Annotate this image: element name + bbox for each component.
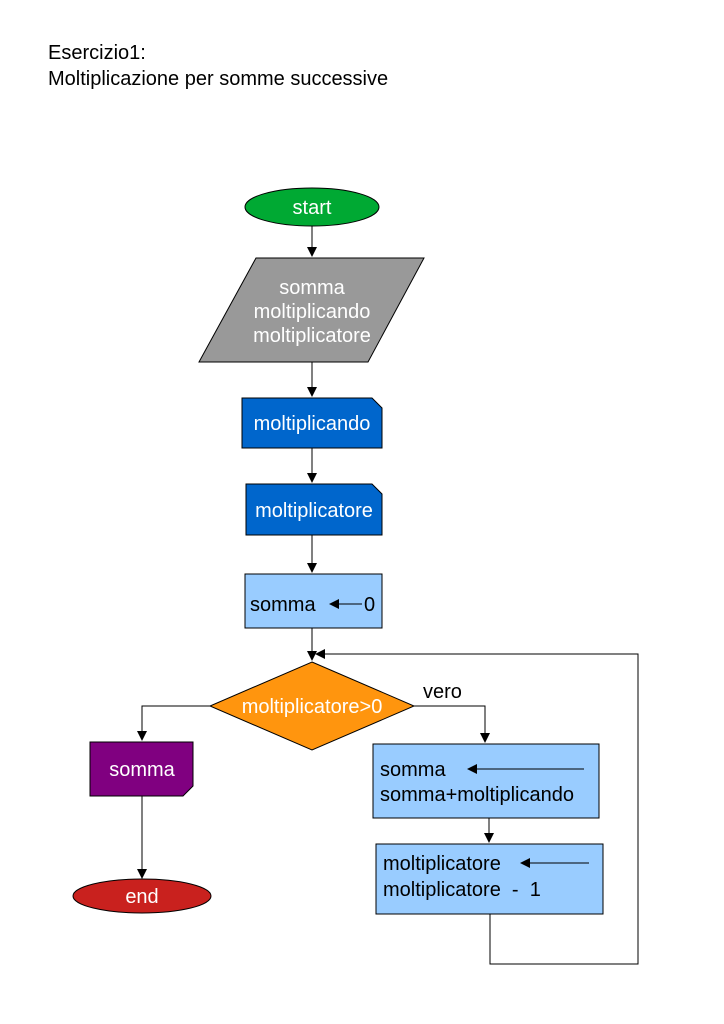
arrow-loop-back [315, 649, 639, 965]
loop-step1-target: somma [380, 759, 446, 781]
true-branch-label: vero [423, 681, 462, 703]
arrow-decision-false [137, 705, 210, 741]
declare-var-1: somma [279, 277, 345, 299]
input-moltiplicando-card [241, 397, 383, 449]
arrow-decision-true [414, 705, 490, 743]
input-moltiplicatore-label: moltiplicatore [255, 500, 373, 522]
connectors [137, 226, 639, 965]
decision-diamond [208, 661, 416, 751]
loop-step1-box [372, 743, 600, 819]
end-label: end [125, 886, 158, 908]
output-somma-label: somma [109, 759, 175, 781]
loop-step1-expression: somma+moltiplicando [380, 784, 574, 806]
exercise-title: Esercizio1: [48, 42, 146, 64]
input-moltiplicando-label: moltiplicando [254, 413, 371, 435]
end-terminator [72, 878, 212, 914]
output-somma-card [89, 741, 194, 797]
init-process-box [244, 573, 383, 629]
loop-step2-expression: moltiplicatore - 1 [383, 879, 541, 901]
start-terminator [244, 187, 380, 227]
exercise-subtitle: Moltiplicazione per somme successive [48, 68, 389, 90]
start-label: start [293, 197, 332, 219]
declare-var-3: moltiplicatore [253, 325, 371, 347]
declare-var-2: moltiplicando [254, 301, 371, 323]
loop-step2-target: moltiplicatore [383, 853, 501, 875]
decision-condition: moltiplicatore>0 [242, 696, 383, 718]
input-moltiplicatore-card [245, 483, 383, 536]
init-value: 0 [364, 594, 375, 616]
declare-parallelogram [198, 257, 425, 363]
loop-step2-box [375, 843, 604, 915]
init-variable: somma [250, 594, 316, 616]
